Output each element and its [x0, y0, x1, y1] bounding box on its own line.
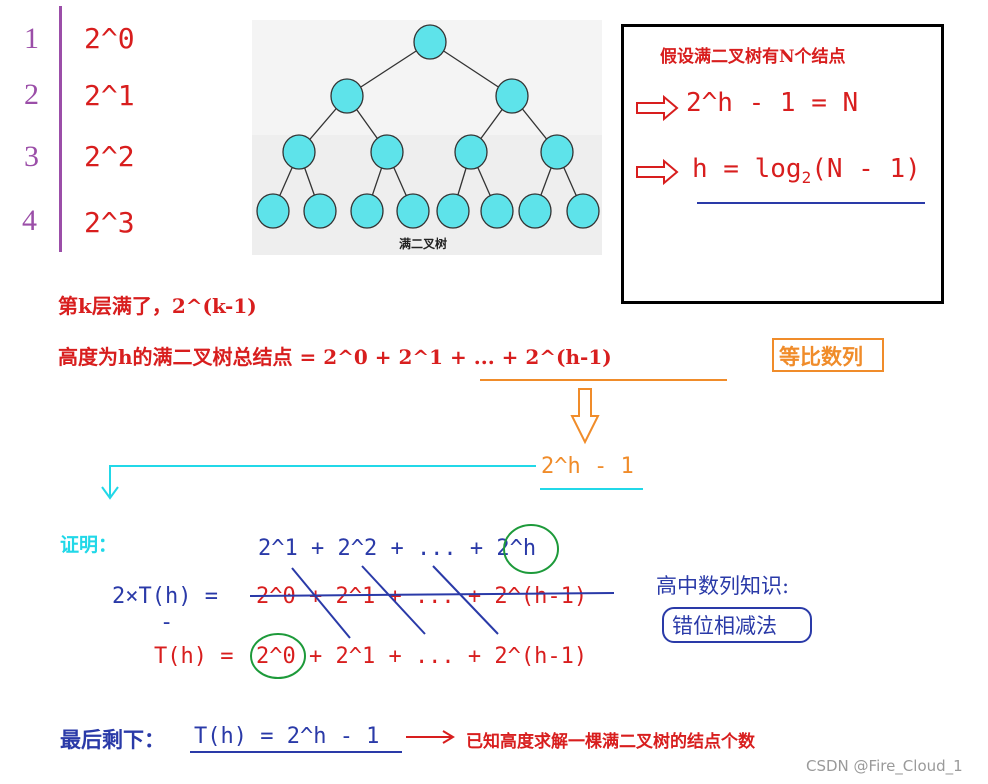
strike-line	[249, 592, 615, 597]
tree-node	[330, 78, 364, 114]
proof-row1-lhs: 2×T(h) =	[112, 584, 218, 609]
level-power-2: 2^2	[84, 140, 135, 173]
box-eq2-end: (N - 1)	[811, 154, 921, 184]
level-power-1: 2^1	[84, 79, 135, 112]
cyan-arrow	[109, 465, 536, 496]
level-number-3: 3	[24, 140, 39, 173]
result-text: 2^h - 1	[541, 454, 634, 479]
final-label: 最后剩下：	[60, 727, 165, 752]
knowledge-title: 高中数列知识:	[656, 574, 790, 598]
level-divider	[59, 6, 62, 252]
box-eq2-sub: 2	[801, 168, 812, 188]
method-box	[662, 607, 812, 643]
tree-node	[518, 193, 552, 229]
level-number-4: 4	[22, 204, 37, 237]
tree-node	[436, 193, 470, 229]
cyan-arrowhead-icon	[101, 486, 119, 500]
tree-node	[540, 134, 574, 170]
box-eq2: h = log2(N - 1)	[692, 154, 921, 187]
proof-label: 证明：	[60, 534, 118, 556]
watermark: CSDN @Fire_Cloud_1	[806, 757, 963, 775]
method-text: 错位相减法	[672, 614, 777, 638]
diagonal-cancel	[291, 567, 351, 639]
proof-row1-rhs: 2^0 + 2^1 + ... + 2^(h-1)	[256, 584, 588, 609]
tree-caption: 满二叉树	[399, 237, 448, 251]
info-box	[621, 24, 944, 304]
total-prefix: 高度为h的满二叉树总结点 = 2^0 +	[58, 345, 399, 369]
red-arrowhead-icon	[442, 730, 455, 744]
total-series: 2^1 + ... + 2^(h-1)	[398, 345, 612, 369]
circle-highlight	[250, 633, 306, 679]
box-eq2-main: h = log	[692, 154, 802, 184]
hollow-arrow-icon	[636, 94, 679, 122]
tree-node	[454, 134, 488, 170]
geo-tag-box	[772, 338, 884, 372]
final-note: 已知高度求解一棵满二叉树的结点个数	[466, 732, 755, 752]
diagonal-cancel	[361, 565, 426, 635]
circle-highlight	[503, 524, 559, 574]
box-eq1: 2^h - 1 = N	[686, 88, 859, 118]
diagonal-cancel	[432, 565, 499, 635]
proof-shifted: 2^1 + 2^2 + ... + 2^h	[258, 536, 537, 561]
tree-node	[370, 134, 404, 170]
tree-node	[256, 193, 290, 229]
hollow-arrow-icon	[636, 158, 679, 186]
proof-row2-rhs: 2^0 + 2^1 + ... + 2^(h-1)	[256, 644, 588, 669]
tree-edges	[272, 41, 584, 212]
proof-minus: -	[160, 610, 174, 635]
level-power-3: 2^3	[84, 206, 135, 239]
tree-node	[396, 193, 430, 229]
proof-row2-lhs: T(h) =	[154, 644, 234, 669]
final-formula: T(h) = 2^h - 1	[194, 724, 380, 749]
geo-tag: 等比数列	[779, 344, 863, 369]
hollow-down-arrow-icon	[570, 388, 600, 445]
tree-node	[413, 24, 447, 60]
tree-nodes	[256, 24, 600, 229]
tree-node	[303, 193, 337, 229]
tree-node	[495, 78, 529, 114]
level-number-1: 1	[24, 22, 39, 55]
tree-node	[282, 134, 316, 170]
tree-node	[350, 193, 384, 229]
kth-level-line: 第k层满了，2^(k-1)	[58, 294, 257, 318]
level-number-2: 2	[24, 78, 39, 111]
tree-node	[566, 193, 600, 229]
tree-node	[480, 193, 514, 229]
box-title: 假设满二叉树有N个结点	[660, 47, 846, 67]
level-power-0: 2^0	[84, 22, 135, 55]
total-nodes-line: 高度为h的满二叉树总结点 = 2^0 + 2^1 + ... + 2^(h-1)	[58, 341, 612, 370]
